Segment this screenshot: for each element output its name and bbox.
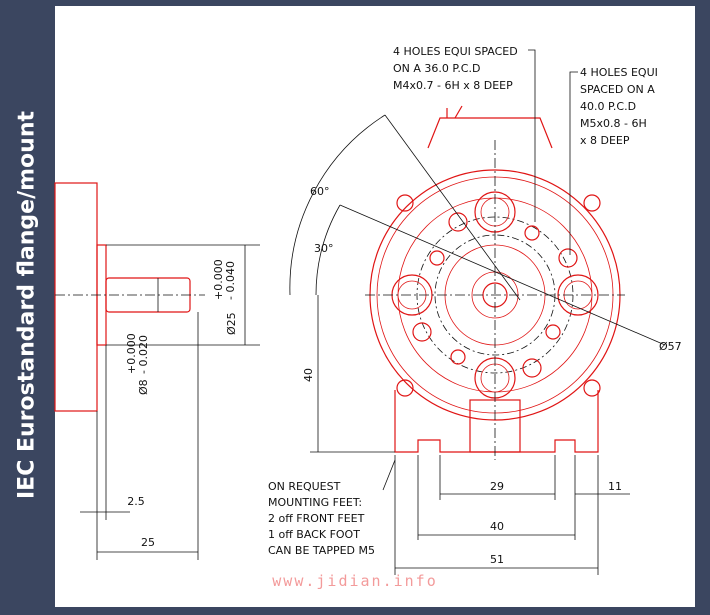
pcd36-hole-3 xyxy=(524,225,540,241)
corner-hole-tr xyxy=(583,194,601,212)
dim-40: 40 xyxy=(490,520,504,533)
front-view xyxy=(339,105,666,460)
leader-feet xyxy=(382,459,396,491)
note-feet-line-2: MOUNTING FEET: xyxy=(268,496,362,509)
dim-spigot-tol-upper: +0.000 xyxy=(212,259,225,300)
note-holes-36-line-3: M4x0.7 - 6H x 8 DEEP xyxy=(393,79,513,92)
dim-flange-thickness: 2.5 xyxy=(127,495,145,508)
note-holes-40-line-2: SPACED ON A xyxy=(580,83,655,96)
right-border xyxy=(695,0,710,615)
angle-60-leader xyxy=(384,114,521,301)
small-hole-4 xyxy=(412,322,432,342)
dim-spigot-tol-upper-group: +0.000 xyxy=(212,259,225,300)
note-feet-line-5: CAN BE TAPPED M5 xyxy=(268,544,375,557)
dia57-leader xyxy=(339,204,666,346)
watermark: www.jidian.info xyxy=(272,572,437,590)
angle-30-label: 30° xyxy=(314,242,334,255)
dim-shaft-length: 25 xyxy=(141,536,155,549)
pcd36-hole-1 xyxy=(429,250,445,266)
cable-stub-b xyxy=(454,105,463,119)
small-hole-3 xyxy=(558,248,578,268)
angle-30-arc xyxy=(315,204,341,296)
note-feet-line-4: 1 off BACK FOOT xyxy=(268,528,360,541)
dim-spigot-dia: Ø25 xyxy=(225,312,238,335)
dim-height: 40 xyxy=(302,368,315,382)
note-holes-36: 4 HOLES EQUI SPACED ON A 36.0 P.C.D M4x0… xyxy=(393,45,518,92)
dim-shaft-tol-upper: +0.000 xyxy=(125,333,138,374)
top-connector xyxy=(427,117,553,149)
dim-spigot-dia-group: Ø25 xyxy=(225,312,238,335)
side-view xyxy=(54,182,260,560)
corner-hole-br xyxy=(583,379,601,397)
dim-shaft-dia: Ø8 xyxy=(137,379,150,395)
angle-60-arc xyxy=(289,114,386,296)
angle-60-label: 60° xyxy=(310,185,330,198)
dim-shaft-tol-upper-group: +0.000 xyxy=(125,333,138,374)
small-hole-1 xyxy=(448,212,468,232)
dim-spigot-tol-lower-group: - 0.040 xyxy=(224,261,237,300)
motor-body-side xyxy=(54,182,98,412)
note-holes-40-line-4: M5x0.8 - 6H xyxy=(580,117,647,130)
dia57-label: Ø57 xyxy=(659,340,682,353)
note-holes-40-line-5: x 8 DEEP xyxy=(580,134,630,147)
leader-holes-40 xyxy=(569,71,578,255)
top-border xyxy=(0,0,710,6)
dim-shaft-tol-lower-group: - 0.020 xyxy=(137,335,150,374)
leader-holes-36 xyxy=(528,49,536,222)
dim-11: 11 xyxy=(608,480,622,493)
corner-hole-tl xyxy=(396,194,414,212)
note-holes-40-line-1: 4 HOLES EQUI xyxy=(580,66,658,79)
pcd36-hole-2 xyxy=(545,324,561,340)
bottom-border xyxy=(0,607,710,615)
dim-shaft-dia-group: Ø8 xyxy=(137,379,150,395)
note-feet: ON REQUEST MOUNTING FEET: 2 off FRONT FE… xyxy=(268,480,375,557)
corner-hole-bl xyxy=(396,379,414,397)
note-feet-line-1: ON REQUEST xyxy=(268,480,341,493)
pcd36-hole-4 xyxy=(450,349,466,365)
note-holes-36-line-1: 4 HOLES EQUI SPACED xyxy=(393,45,518,58)
dim-spigot-tol-lower: - 0.040 xyxy=(224,261,237,300)
dim-29: 29 xyxy=(490,480,504,493)
bottom-block xyxy=(469,399,521,453)
dim-shaft-tol-lower: - 0.020 xyxy=(137,335,150,374)
dim-51: 51 xyxy=(490,553,504,566)
note-holes-40: 4 HOLES EQUI SPACED ON A 40.0 P.C.D M5x0… xyxy=(580,66,658,147)
small-hole-2 xyxy=(522,358,542,378)
dim-height-group: 40 xyxy=(302,368,315,382)
note-holes-40-line-3: 40.0 P.C.D xyxy=(580,100,636,113)
side-title-band xyxy=(0,0,55,615)
note-holes-36-line-2: ON A 36.0 P.C.D xyxy=(393,62,480,75)
note-feet-line-3: 2 off FRONT FEET xyxy=(268,512,365,525)
